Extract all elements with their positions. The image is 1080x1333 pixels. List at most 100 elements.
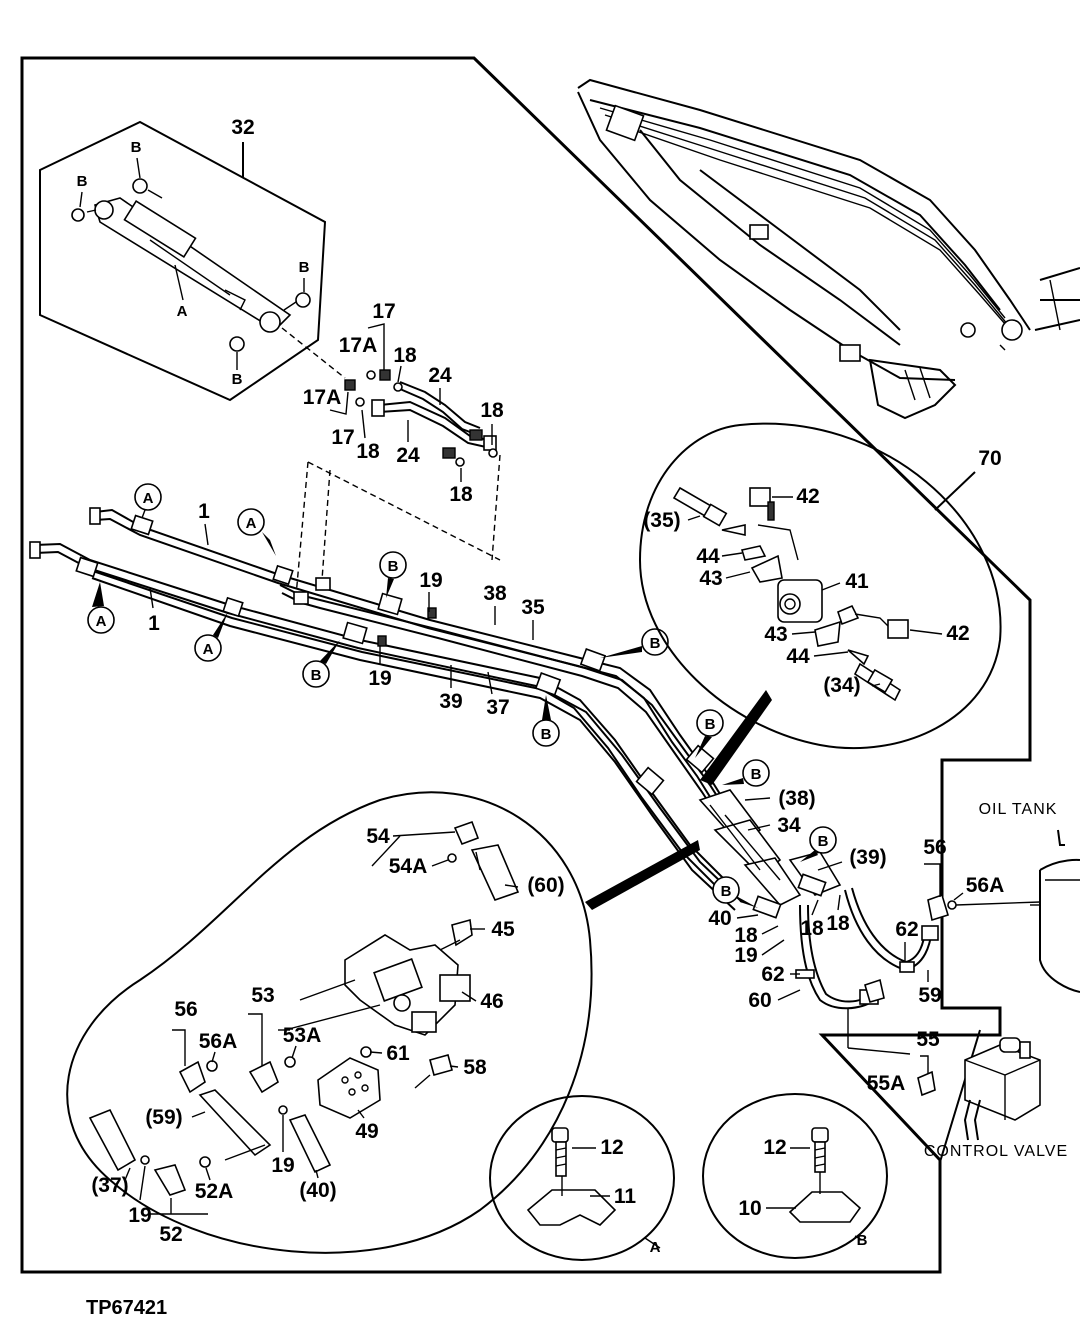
- part-callout: 18: [356, 440, 380, 463]
- valve-detail-oval: 54 54A (60) 45 46 56 56A 53 53A 61 58 49…: [66, 791, 700, 1254]
- tube-bundle: [29, 507, 842, 919]
- marker-b: B: [532, 719, 560, 747]
- part-callout: 18: [393, 344, 417, 367]
- part-callout: 1: [148, 612, 160, 635]
- part-callout: 49: [355, 1120, 378, 1143]
- view-letter: A: [177, 303, 188, 320]
- part-callout: (40): [299, 1179, 336, 1202]
- part-callout: 19: [271, 1154, 294, 1177]
- callout-70: 70: [978, 447, 1001, 470]
- part-callout: 45: [491, 918, 515, 941]
- part-callout: 61: [386, 1042, 410, 1065]
- part-callout: 18: [826, 912, 850, 935]
- part-callout: 10: [738, 1197, 761, 1220]
- part-callout: 17A: [339, 334, 378, 357]
- view-letter: B: [650, 635, 661, 652]
- part-callout: 54: [366, 825, 390, 848]
- marker-b: B: [809, 826, 837, 854]
- part-callout: 52: [159, 1223, 182, 1246]
- clamp-detail-a: A 12 11: [489, 1095, 675, 1261]
- view-letter: B: [77, 173, 88, 190]
- marker-a: A: [87, 606, 115, 634]
- part-callout: 55A: [867, 1072, 906, 1095]
- part-callout: 60: [748, 989, 771, 1012]
- part-callout: 17: [372, 300, 395, 323]
- control-valve-illustration: [939, 1029, 1041, 1163]
- part-callout: 52A: [195, 1180, 234, 1203]
- part-callout: 55: [916, 1028, 940, 1051]
- part-callout: 58: [463, 1056, 487, 1079]
- return-hoses: 56 56A 62 59 62 60 55 55A: [748, 836, 1041, 1097]
- diagram-boundary: [20, 56, 1032, 1274]
- part-callout: 24: [396, 444, 420, 467]
- part-callout: 59: [918, 984, 941, 1007]
- part-callout: 1: [198, 500, 210, 523]
- marker-b: B: [696, 709, 724, 737]
- part-callout: 19: [419, 569, 442, 592]
- part-callout: 56A: [199, 1030, 238, 1053]
- part-callout: 42: [796, 485, 819, 508]
- part-callout: (35): [643, 509, 680, 532]
- part-callout: 37: [486, 696, 509, 719]
- clamp-detail-b: B 12 10: [702, 1093, 888, 1259]
- view-letter: B: [818, 833, 829, 850]
- part-callout: 19: [128, 1204, 151, 1227]
- boom-illustration: [577, 78, 1080, 420]
- view-letter: A: [650, 1239, 661, 1256]
- part-callout: 18: [480, 399, 504, 422]
- view-letter: A: [143, 490, 154, 507]
- oil-tank-illustration: [1030, 829, 1080, 993]
- view-letter: B: [311, 667, 322, 684]
- view-letter: A: [96, 613, 107, 630]
- control-valve-caption: CONTROL VALVE: [924, 1143, 1068, 1160]
- figure-id: TP67421: [86, 1297, 167, 1319]
- part-callout: 62: [761, 963, 784, 986]
- part-callout: (60): [527, 874, 564, 897]
- part-callout: 12: [600, 1136, 623, 1159]
- part-callout: 17: [331, 426, 354, 449]
- part-callout: 42: [946, 622, 969, 645]
- marker-a: A: [194, 634, 222, 662]
- view-letter: B: [705, 716, 716, 733]
- solenoid-detail-oval: 42 (35) 44 43 41 43 42 44 (34): [638, 422, 1002, 785]
- oil-tank-caption: OIL TANK: [979, 801, 1058, 818]
- part-callout: 46: [480, 990, 503, 1013]
- marker-b: B: [379, 551, 407, 579]
- part-callout: 18: [734, 924, 758, 947]
- callout-32: 32: [231, 116, 254, 139]
- part-callout: 19: [368, 667, 391, 690]
- part-callout: 40: [708, 907, 731, 930]
- view-letter: A: [203, 641, 214, 658]
- part-callout: 24: [428, 364, 452, 387]
- callout-70-leader: [934, 471, 976, 511]
- marker-a: A: [237, 508, 265, 536]
- bundle-labels: 1 1 19 38 35 19 39 37 (38) 34 (39) 40 18…: [148, 500, 887, 967]
- part-callout: 44: [696, 545, 720, 568]
- part-callout: 17A: [303, 386, 342, 409]
- part-callout: 53A: [283, 1024, 322, 1047]
- view-letter: B: [751, 766, 762, 783]
- part-callout: 19: [734, 944, 757, 967]
- part-callout: 56: [174, 998, 197, 1021]
- view-letter: B: [857, 1232, 868, 1249]
- part-callout: 35: [521, 596, 545, 619]
- view-letter: B: [541, 726, 552, 743]
- part-callout: (38): [778, 787, 815, 810]
- cylinder-inset: 32 B B B B A: [39, 116, 346, 402]
- part-callout: 53: [251, 984, 274, 1007]
- part-callout: 12: [763, 1136, 786, 1159]
- part-callout: (59): [145, 1106, 182, 1129]
- part-callout: 62: [895, 918, 918, 941]
- part-callout: 44: [786, 645, 810, 668]
- part-callout: (34): [823, 674, 860, 697]
- view-letter: B: [299, 259, 310, 276]
- part-callout: 43: [764, 623, 787, 646]
- part-callout: (37): [91, 1174, 128, 1197]
- view-letter: B: [388, 558, 399, 575]
- view-letter: B: [232, 371, 243, 388]
- part-callout: 18: [449, 483, 473, 506]
- part-callout: 38: [483, 582, 507, 605]
- part-callout: 41: [845, 570, 869, 593]
- marker-a: A: [134, 483, 162, 511]
